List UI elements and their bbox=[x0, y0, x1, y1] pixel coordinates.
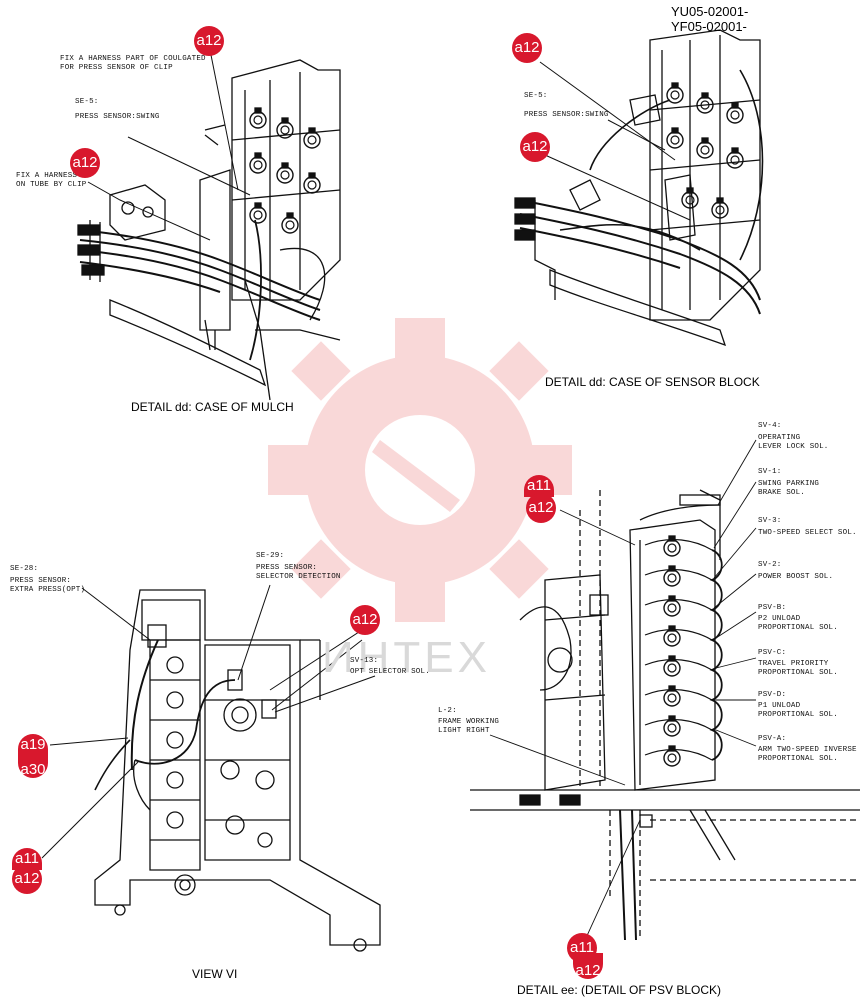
callout-badge: a12 bbox=[350, 605, 380, 635]
caption-detail-mulch: DETAIL dd: CASE OF MULCH bbox=[131, 400, 294, 414]
detail-mulch-drawing bbox=[77, 49, 341, 401]
psvc-label-line1: TRAVEL PRIORITY bbox=[758, 660, 829, 668]
psvc-label-line2: PROPORTIONAL SOL. bbox=[758, 669, 838, 677]
se5-name-label: PRESS SENSOR:SWING bbox=[75, 113, 160, 121]
watermark-text: ИНТЕХ bbox=[322, 633, 491, 682]
psva-label-line2: PROPORTIONAL SOL. bbox=[758, 755, 838, 763]
l2-label-line1: FRAME WORKING bbox=[438, 718, 500, 726]
se28-code-label: SE-28: bbox=[10, 565, 39, 573]
sv4-label-line2: LEVER LOCK SOL. bbox=[758, 443, 829, 451]
caption-detail-psv-block: DETAIL ee: (DETAIL OF PSV BLOCK) bbox=[517, 983, 722, 997]
psvc-code-label: PSV-C: bbox=[758, 649, 787, 657]
psva-code-label: PSV-A: bbox=[758, 735, 787, 743]
psvb-label-line1: P2 UNLOAD bbox=[758, 615, 801, 623]
callout-badge: a12 bbox=[194, 26, 224, 56]
fix-harness-label-line1: FIX A HARNESS PART OF COULGATED bbox=[60, 55, 206, 63]
psvd-label-line2: PROPORTIONAL SOL. bbox=[758, 711, 838, 719]
fix-tube-label-line2: ON TUBE BY CLIP bbox=[16, 181, 87, 189]
view-vi-drawing bbox=[41, 584, 381, 952]
model-code-1: YU05-02001- bbox=[671, 4, 749, 19]
callout-badge: a12 bbox=[573, 953, 603, 979]
psvb-label-line2: PROPORTIONAL SOL. bbox=[758, 624, 838, 632]
callout-badge: a12 bbox=[12, 864, 42, 894]
callout-badge: a30 bbox=[18, 752, 48, 778]
psvd-code-label: PSV-D: bbox=[758, 691, 787, 699]
l2-label-line2: LIGHT RIGHT bbox=[438, 727, 490, 735]
model-code-2: YF05-02001- bbox=[671, 19, 747, 34]
detail-sensor-block-drawing bbox=[514, 29, 764, 347]
se28-label-line1: PRESS SENSOR: bbox=[10, 577, 72, 585]
sv4-code-label: SV-4: bbox=[758, 422, 782, 430]
l2-code-label: L-2: bbox=[438, 707, 457, 715]
callout-badge: a11 bbox=[524, 475, 554, 497]
sv3-label-line1: TWO-SPEED SELECT SOL. bbox=[758, 529, 857, 537]
callout-badge: a19 bbox=[18, 734, 48, 756]
callout-badge: a12 bbox=[512, 33, 542, 63]
fix-tube-label-line1: FIX A HARNESS bbox=[16, 172, 78, 180]
sv2-code-label: SV-2: bbox=[758, 561, 782, 569]
fix-harness-label-line2: FOR PRESS SENSOR OF CLIP bbox=[60, 64, 173, 72]
sv2-label-line1: POWER BOOST SOL. bbox=[758, 573, 834, 581]
callout-badge: a12 bbox=[520, 132, 550, 162]
sv1-code-label: SV-1: bbox=[758, 468, 782, 476]
sv3-code-label: SV-3: bbox=[758, 517, 782, 525]
se5-name-label: PRESS SENSOR:SWING bbox=[524, 111, 609, 119]
psvd-label-line1: P1 UNLOAD bbox=[758, 702, 801, 710]
callout-badge: a12 bbox=[70, 148, 100, 178]
se29-label-line2: SELECTOR DETECTION bbox=[256, 573, 341, 581]
caption-detail-sensor-block: DETAIL dd: CASE OF SENSOR BLOCK bbox=[545, 375, 760, 389]
se28-label-line2: EXTRA PRESS(OPT) bbox=[10, 586, 86, 594]
se29-code-label: SE-29: bbox=[256, 552, 285, 560]
sv13-label-line1: OPT SELECTOR SOL. bbox=[350, 668, 430, 676]
psvb-code-label: PSV-B: bbox=[758, 604, 787, 612]
psva-label-line1: ARM TWO-SPEED INVERSE bbox=[758, 746, 857, 754]
sv1-label-line2: BRAKE SOL. bbox=[758, 489, 806, 497]
sv13-code-label: SV-13: bbox=[350, 657, 379, 665]
callout-badge: a12 bbox=[526, 493, 556, 523]
se29-label-line1: PRESS SENSOR: bbox=[256, 564, 318, 572]
se5-code-label: SE-5: bbox=[524, 92, 548, 100]
sv1-label-line1: SWING PARKING bbox=[758, 480, 820, 488]
caption-view-vi: VIEW VI bbox=[192, 967, 238, 981]
sv4-label-line1: OPERATING bbox=[758, 434, 801, 442]
detail-psv-block-drawing bbox=[470, 439, 860, 941]
se5-code-label: SE-5: bbox=[75, 98, 99, 106]
